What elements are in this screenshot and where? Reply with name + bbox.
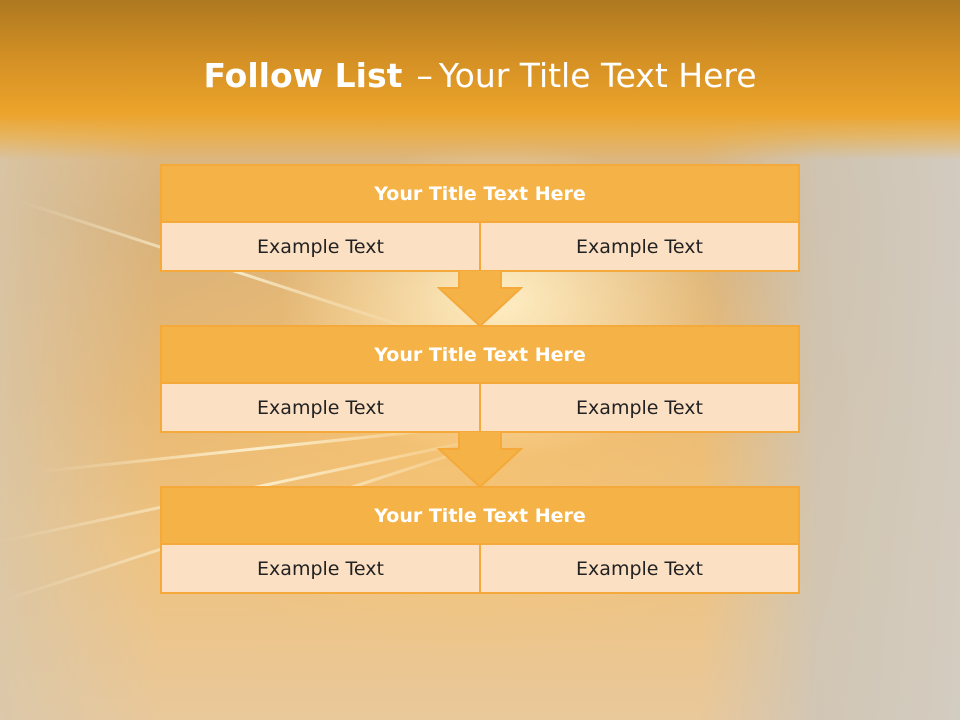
step-1-row: Example Text Example Text [162,223,798,270]
step-box-1: Your Title Text Here Example Text Exampl… [160,164,800,272]
step-box-3: Your Title Text Here Example Text Exampl… [160,486,800,594]
step-3-row: Example Text Example Text [162,545,798,592]
down-arrow-icon [437,431,523,489]
background-haze-left [0,120,160,720]
step-1-left-text: Example Text [257,235,384,258]
step-2-row: Example Text Example Text [162,384,798,431]
step-1-right-text: Example Text [479,223,798,270]
down-arrow-icon [437,270,523,328]
step-3-title: Your Title Text Here [162,488,798,545]
slide-title-text: Your Title Text Here [438,56,757,95]
slide-title-bold: Follow List [203,56,403,95]
step-1-title: Your Title Text Here [162,166,798,223]
header-band [0,0,960,160]
step-3-right-text: Example Text [479,545,798,592]
step-box-2: Your Title Text Here Example Text Exampl… [160,325,800,433]
step-2-right-text: Example Text [479,384,798,431]
step-3-left-text: Example Text [257,557,384,580]
step-2-left-text: Example Text [257,396,384,419]
slide-title-separator: – [416,56,433,95]
step-2-title: Your Title Text Here [162,327,798,384]
slide-title: Follow List–Your Title Text Here [0,52,960,100]
